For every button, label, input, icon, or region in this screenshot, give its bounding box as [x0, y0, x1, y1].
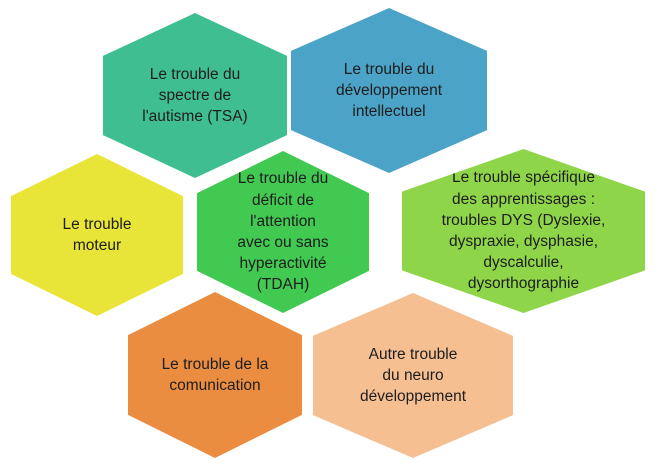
hexagon-autre-trouble-label: Autre trouble du neuro développement [360, 345, 466, 406]
hexagon-autre-trouble: Autre trouble du neuro développement [313, 293, 513, 458]
hexagon-communication-label: Le trouble de la comunication [161, 355, 269, 394]
hexagon-developpement-intellectuel: Le trouble du développement intellectuel [291, 8, 487, 173]
hexagon-tsa: Le trouble du spectre de l'autisme (TSA) [103, 13, 287, 178]
hexagon-moteur: Le trouble moteur [11, 154, 183, 316]
hexagon-developpement-intellectuel-label: Le trouble du développement intellectuel [336, 60, 442, 121]
hexagon-troubles-dys: Le trouble spécifique des apprentissages… [402, 149, 645, 313]
hexagon-moteur-label: Le trouble moteur [62, 215, 132, 254]
hexagon-tdah-label: Le trouble du déficit de l'attention ave… [237, 170, 329, 294]
hexagon-tdah: Le trouble du déficit de l'attention ave… [197, 151, 369, 313]
hexagon-troubles-dys-label: Le trouble spécifique des apprentissages… [441, 169, 606, 293]
hexagon-tsa-label: Le trouble du spectre de l'autisme (TSA) [142, 65, 248, 126]
hexagon-communication: Le trouble de la comunication [128, 292, 302, 458]
